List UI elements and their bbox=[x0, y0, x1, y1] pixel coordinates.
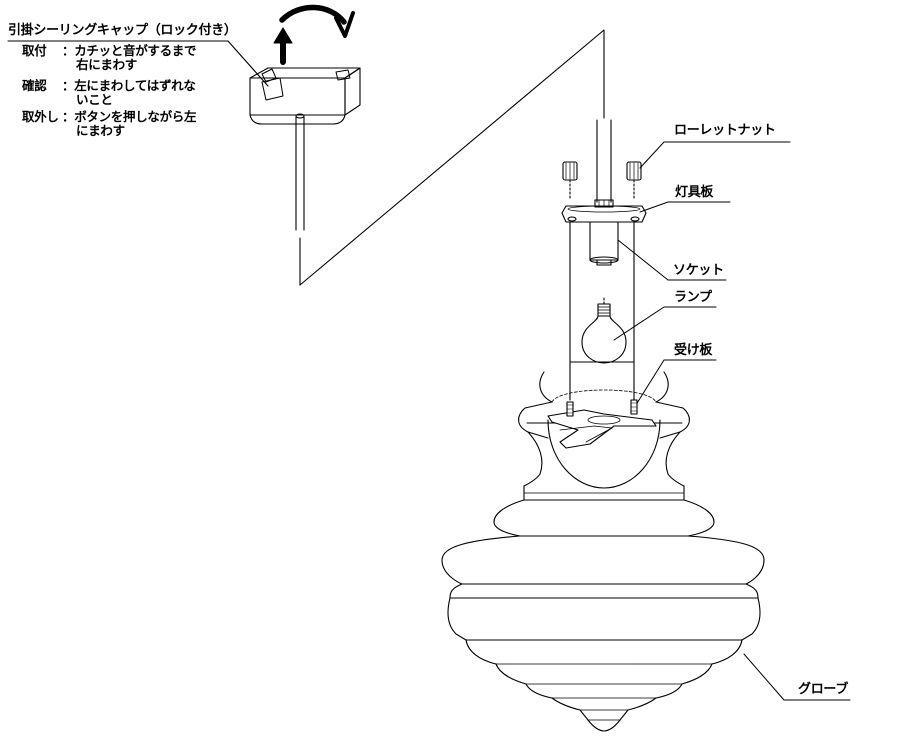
globe bbox=[441, 371, 765, 732]
up-arrow-icon bbox=[273, 27, 293, 65]
instruction-text-check-1: ：左にまわしてはずれな bbox=[62, 78, 196, 93]
part-leader-lines bbox=[613, 141, 851, 701]
instruction-term-install: 取付 bbox=[22, 43, 47, 58]
instruction-term-remove: 取外し bbox=[22, 109, 59, 124]
label-globe: グローブ bbox=[798, 682, 849, 697]
power-cord bbox=[295, 29, 605, 286]
instruction-text-install-1: ：カチッと音がするまで bbox=[62, 43, 197, 58]
instruction-text-remove-1: ：ボタンを押しながら左 bbox=[62, 109, 197, 124]
label-fixture-plate: 灯具板 bbox=[675, 185, 714, 200]
instruction-text-check-2: いこと bbox=[76, 92, 113, 107]
label-receiving-plate: 受け板 bbox=[674, 343, 713, 358]
label-lamp: ランプ bbox=[674, 290, 712, 305]
title-leader-line bbox=[7, 40, 269, 87]
ceiling-cap bbox=[249, 67, 361, 125]
knurled-nut-right bbox=[626, 161, 642, 199]
label-knurled-nut: ローレットナット bbox=[674, 123, 776, 138]
lamp-bulb bbox=[581, 295, 627, 364]
instruction-term-check: 確認 bbox=[22, 78, 47, 93]
fixture-plate bbox=[561, 199, 647, 223]
ceiling-cap-title: 引掛シーリングキャップ（ロック付き） bbox=[8, 23, 237, 38]
receiving-plate bbox=[547, 399, 657, 449]
label-socket: ソケット bbox=[673, 263, 724, 278]
suspension-rods bbox=[569, 221, 635, 401]
instruction-text-install-2: 右にまわす bbox=[76, 57, 138, 72]
rotate-arrow-icon bbox=[279, 4, 355, 38]
socket bbox=[589, 221, 619, 266]
knurled-nut-left bbox=[562, 161, 578, 199]
instruction-text-remove-2: にまわす bbox=[76, 123, 125, 138]
hanging-rod bbox=[596, 119, 612, 203]
